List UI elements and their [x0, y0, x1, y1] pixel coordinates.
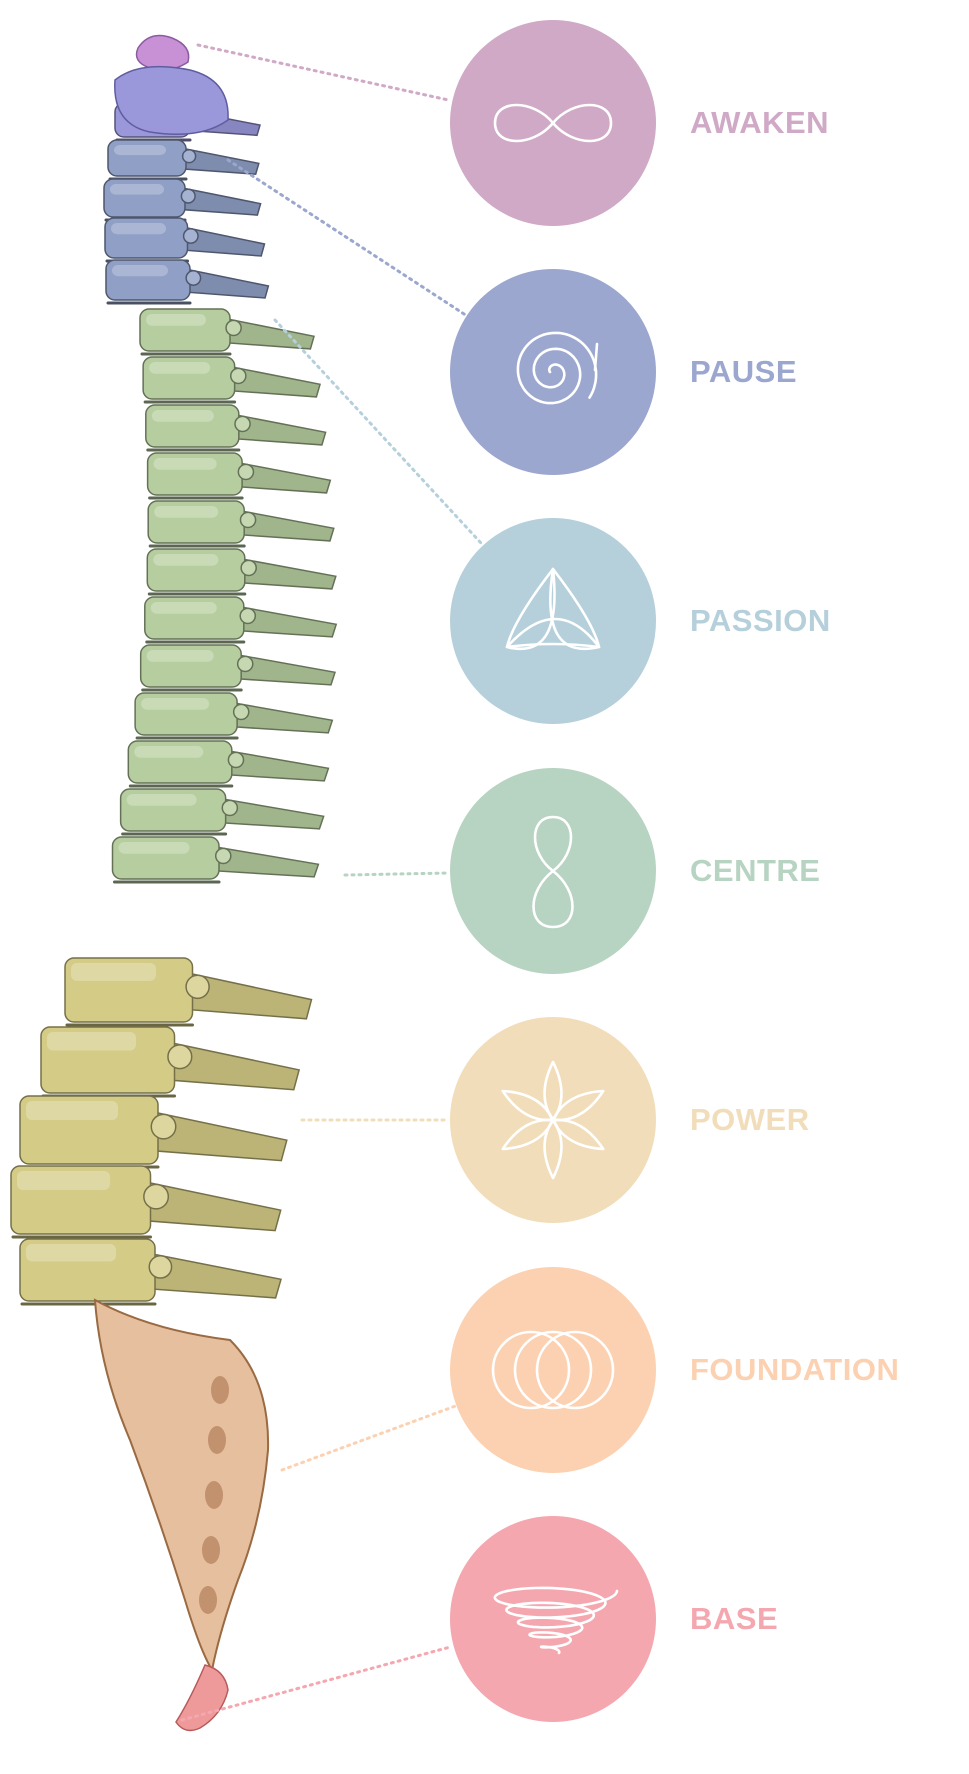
atlas-vertebra: [135, 34, 190, 71]
chakra-circle-power: [450, 1017, 656, 1223]
connector-line: [226, 158, 467, 317]
chakra-circle-pause: [450, 269, 656, 475]
coccyx: [175, 1664, 229, 1732]
vertebra: [146, 452, 332, 500]
vertebra: [145, 404, 327, 452]
vertebra: [105, 259, 270, 305]
sacral-foramen: [205, 1481, 223, 1509]
vertebra: [144, 596, 338, 644]
chakra-circle-base: [450, 1516, 656, 1722]
flower-icon: [501, 1060, 605, 1180]
sacral-foramen: [202, 1536, 220, 1564]
chakra-circle-passion: [450, 518, 656, 724]
vertebra: [103, 178, 262, 222]
vertebra: [19, 1095, 288, 1169]
chakra-circle-foundation: [450, 1267, 656, 1473]
chakra-label-pause: PAUSE: [690, 354, 798, 389]
vortex-icon: [493, 1586, 619, 1655]
vertebra: [10, 1165, 282, 1239]
vertebra: [64, 957, 313, 1027]
vertebra: [104, 217, 266, 263]
rings-icon: [491, 1330, 615, 1410]
sacral-foramen: [208, 1426, 226, 1454]
connector-line: [280, 1404, 456, 1472]
sacrum: [93, 1298, 270, 1673]
chakra-circle-awaken: [450, 20, 656, 226]
vertebra: [134, 692, 334, 740]
vertebra: [139, 308, 315, 356]
spine-illustration: [10, 34, 338, 1732]
chakra-label-passion: PASSION: [690, 603, 831, 638]
connector-line: [180, 1645, 454, 1722]
infinity-icon: [493, 103, 613, 143]
vertebra: [19, 1238, 282, 1306]
vertebra: [119, 788, 325, 836]
connector-line: [273, 318, 484, 546]
connector-line: [196, 43, 452, 102]
spiral-icon: [516, 331, 599, 405]
chakra-label-centre: CENTRE: [690, 853, 821, 888]
sacral-foramen: [211, 1376, 229, 1404]
figure-eight-icon: [532, 815, 574, 929]
connector-lines: [180, 43, 484, 1722]
vertebra: [40, 1026, 301, 1098]
chakra-circles: [450, 20, 656, 1722]
vertebra: [146, 548, 337, 596]
vertebra: [107, 139, 260, 181]
vertebra: [127, 740, 330, 788]
chakra-label-power: POWER: [690, 1102, 810, 1137]
sacral-foramen: [199, 1586, 217, 1614]
chakra-label-awaken: AWAKEN: [690, 105, 830, 140]
vertebra: [139, 644, 336, 692]
axis-vertebra: [114, 65, 229, 136]
chakra-circle-centre: [450, 768, 656, 974]
connector-line: [343, 871, 450, 877]
chakra-label-foundation: FOUNDATION: [690, 1352, 900, 1387]
vertebra: [142, 356, 321, 404]
vertebra: [111, 836, 320, 884]
triquetra-icon: [505, 567, 601, 651]
chakra-label-base: BASE: [690, 1601, 779, 1636]
vertebra: [147, 500, 335, 548]
